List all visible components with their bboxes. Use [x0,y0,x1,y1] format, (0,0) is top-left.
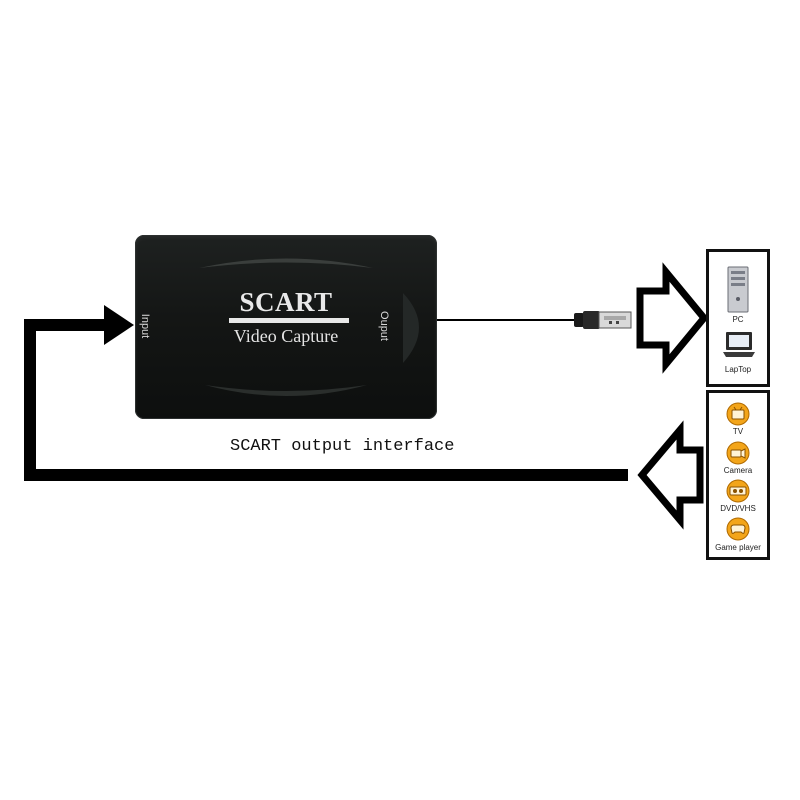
device-contours [199,258,419,396]
source-arrow [637,420,704,530]
pc-tower-icon [727,266,749,313]
input-port-label: Input [139,313,152,339]
output-port-label: Ouput [377,311,390,341]
device-subtitle: Video Capture [233,326,339,346]
scart-signal-line [24,319,628,481]
laptop-label: LapTop [724,365,752,374]
tv-icon [726,402,750,426]
tv-label: TV [732,427,744,436]
game-player-label: Game player [715,543,761,552]
interface-caption: SCART output interface [230,437,455,456]
camera-icon [726,441,750,465]
game-player-icon [726,517,750,541]
input-sources-panel: TV Camera DVD/VHS Game player [706,390,770,560]
input-arrowhead [104,305,134,345]
pc-label: PC [732,315,744,324]
laptop-icon [723,332,755,357]
camera-label: Camera [723,466,753,475]
dvd-vhs-icon [726,479,750,503]
title-underline [229,318,349,323]
output-targets-panel: PC LapTop [706,249,770,387]
usb-plug-icon [574,311,632,329]
dvd-vhs-label: DVD/VHS [720,504,756,513]
output-arrow [636,262,709,374]
device-title: SCART [239,287,333,317]
scart-capture-device: SCART Video Capture Input Ouput [135,235,437,419]
